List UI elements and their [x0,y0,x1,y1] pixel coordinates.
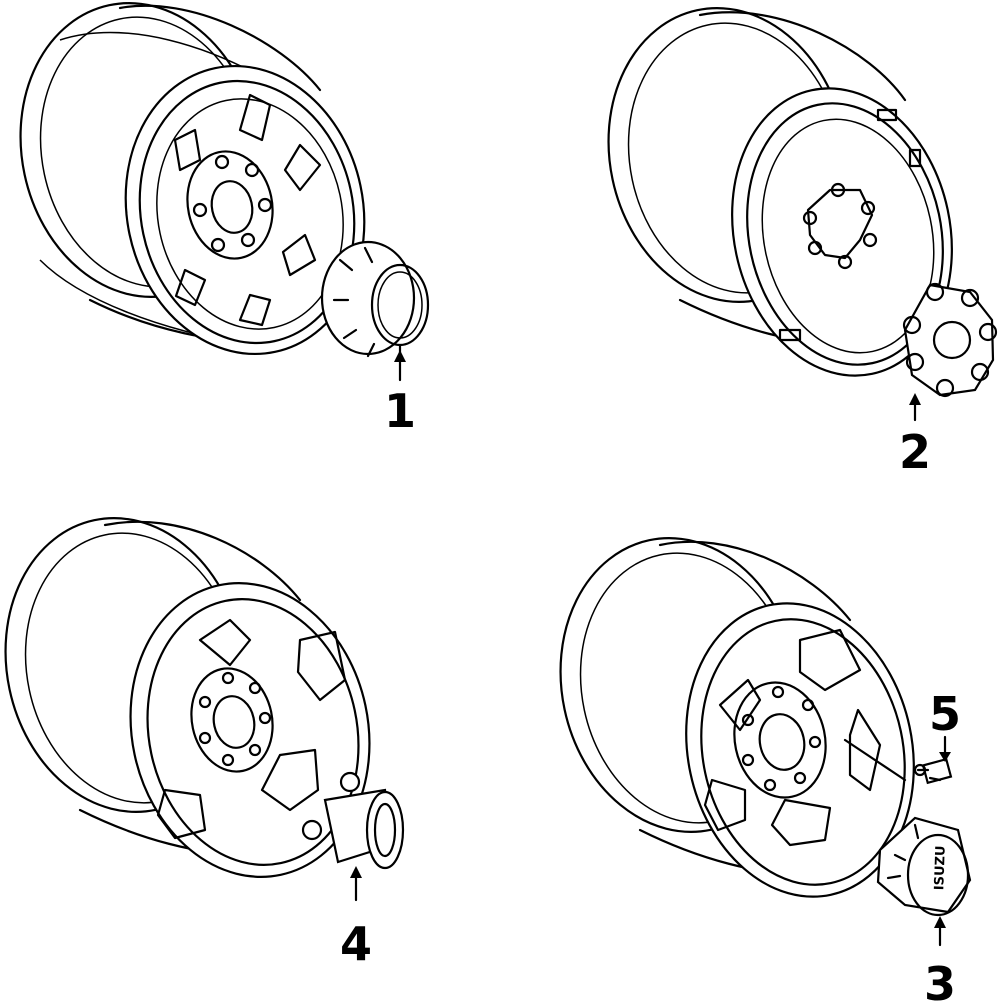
lug-nut-cover-2 [902,282,998,398]
wheel-bottom-left [4,517,371,878]
callout-label-5: 5 [929,687,961,741]
callout-label-3: 3 [924,957,956,1004]
center-cap-1 [320,240,430,362]
callout-label-1: 1 [384,384,416,438]
wheel-top-right [607,7,953,377]
wheel-bottom-right [559,537,915,898]
wheel-top-left [19,2,366,356]
callout-label-2: 2 [899,425,931,479]
cap-brand-text: ISUZU [932,845,949,890]
hub-cap-4 [301,771,405,870]
center-cap-3: ISUZU [876,816,972,917]
valve-stem-5 [913,757,953,785]
callout-label-4: 4 [340,917,372,971]
